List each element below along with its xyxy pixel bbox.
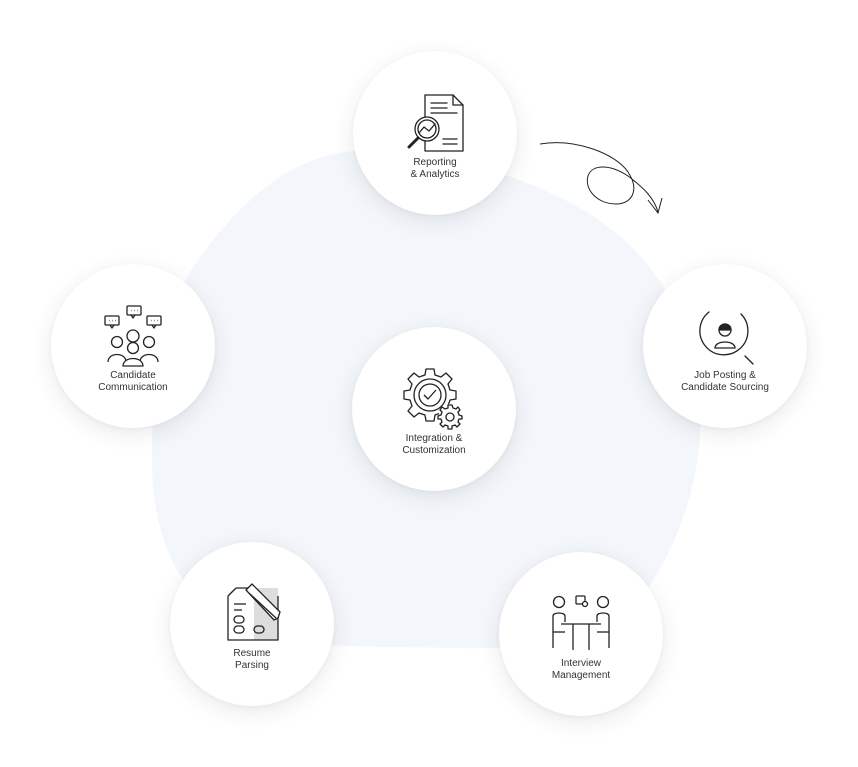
node-candidate-communication: Candidate Communication bbox=[51, 264, 215, 428]
gears-check-icon bbox=[402, 367, 466, 431]
node-job-posting: Job Posting & Candidate Sourcing bbox=[643, 264, 807, 428]
report-magnifier-icon bbox=[403, 91, 467, 155]
node-interview-management: Interview Management bbox=[499, 552, 663, 716]
node-label: Resume Parsing bbox=[233, 648, 271, 671]
group-chat-icon bbox=[101, 304, 165, 368]
node-label: Candidate Communication bbox=[98, 370, 168, 393]
node-label: Job Posting & Candidate Sourcing bbox=[681, 370, 769, 393]
node-integration-customization: Integration & Customization bbox=[352, 327, 516, 491]
node-reporting-analytics: Reporting & Analytics bbox=[353, 51, 517, 215]
node-resume-parsing: Resume Parsing bbox=[170, 542, 334, 706]
resume-document-icon bbox=[220, 582, 284, 646]
flow-arrow bbox=[539, 142, 663, 215]
node-label: Integration & Customization bbox=[402, 433, 466, 456]
candidate-search-icon bbox=[693, 304, 757, 368]
node-label: Reporting & Analytics bbox=[410, 157, 460, 180]
interview-table-icon bbox=[549, 592, 613, 656]
node-label: Interview Management bbox=[551, 658, 611, 681]
